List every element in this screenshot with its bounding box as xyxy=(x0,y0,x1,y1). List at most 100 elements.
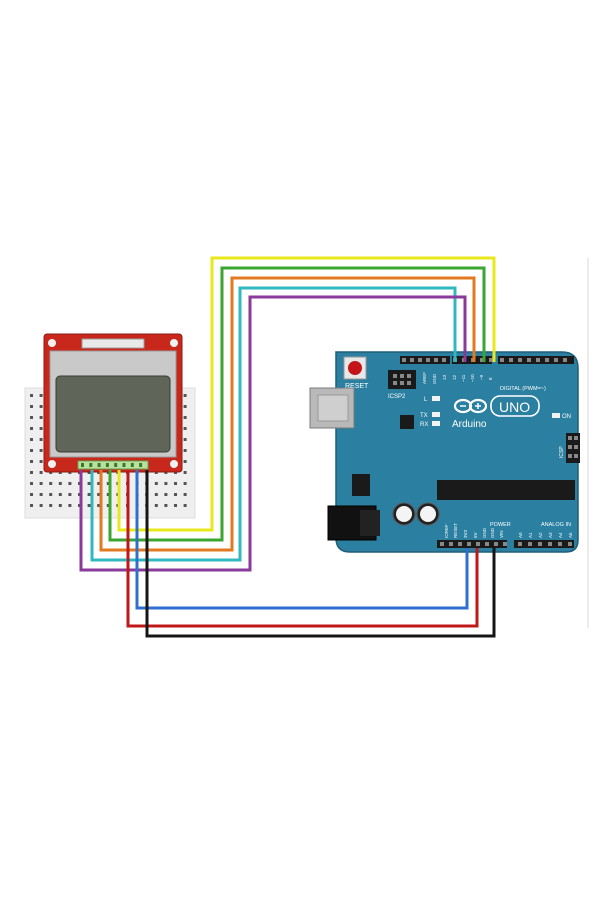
lcd-pin xyxy=(130,463,134,467)
lcd-header-pins xyxy=(77,460,149,470)
icsp2-pins xyxy=(393,374,411,385)
analog-pin-hole xyxy=(538,542,542,546)
capacitor-1-top xyxy=(396,506,412,522)
icsp2-label: ICSP2 xyxy=(388,394,406,400)
mount-hole xyxy=(170,339,178,347)
breadboard-hole xyxy=(39,493,43,496)
tx-led-label: TX xyxy=(420,413,428,419)
power-pin-hole xyxy=(449,542,453,546)
breadboard-hole xyxy=(183,471,187,474)
digital-pin-hole xyxy=(480,358,484,362)
breadboard-hole xyxy=(30,427,33,430)
breadboard-hole xyxy=(39,416,43,419)
breadboard-hole xyxy=(30,460,33,463)
icsp-label: ICSP xyxy=(559,446,565,458)
power-pin-hole xyxy=(467,542,471,546)
breadboard-hole xyxy=(58,493,62,496)
ioref-pin-label: IOREF xyxy=(444,524,449,538)
v33-pin-label: 3V3 xyxy=(463,529,468,538)
analog-pin-hole xyxy=(528,542,532,546)
digital-pin-hole xyxy=(434,358,438,362)
wires xyxy=(79,256,496,638)
breadboard-hole xyxy=(174,482,177,485)
breadboard-hole xyxy=(30,438,33,441)
arduino-logo xyxy=(453,398,488,414)
breadboard-hole xyxy=(183,394,187,397)
digital-pin-hole xyxy=(527,358,531,362)
pin12-label: 12 xyxy=(452,374,457,380)
breadboard-hole xyxy=(106,504,110,507)
breadboard-hole xyxy=(183,427,187,430)
voltage-regulator xyxy=(352,474,370,496)
breadboard-hole xyxy=(39,394,43,397)
breadboard-hole xyxy=(183,416,187,419)
lcd-pin xyxy=(122,463,126,467)
digital-label: DIGITAL (PWM=~) xyxy=(500,386,546,392)
analog-pin-holes xyxy=(518,542,572,546)
breadboard-hole xyxy=(87,493,91,496)
wire-black xyxy=(145,470,496,638)
breadboard-hole xyxy=(164,482,168,485)
reset-pin-label: RESET xyxy=(453,523,458,538)
digital-pin-hole xyxy=(442,358,446,362)
lcd-pin-row xyxy=(81,463,143,467)
digital-pin-hole xyxy=(563,358,567,362)
power-pin-hole xyxy=(476,542,480,546)
breadboard-hole xyxy=(39,405,43,408)
wire-yellow xyxy=(117,256,496,532)
tx-led xyxy=(432,412,440,417)
breadboard-hole xyxy=(30,416,33,419)
capacitor-2-top xyxy=(420,506,436,522)
breadboard-hole xyxy=(154,493,158,496)
microcontroller-chip xyxy=(437,480,575,500)
reset-button-cap[interactable] xyxy=(348,361,362,375)
breadboard-hole xyxy=(30,504,33,507)
analog-label: ANALOG IN xyxy=(541,522,571,528)
power-jack-body xyxy=(360,510,380,536)
breadboard-hole xyxy=(183,482,187,485)
digital-pin-hole xyxy=(545,358,549,362)
digital-pin-hole xyxy=(500,358,504,362)
breadboard-hole xyxy=(97,504,101,507)
power-label: POWER xyxy=(490,522,511,528)
l-led xyxy=(432,396,440,401)
lcd-screen xyxy=(55,375,171,453)
breadboard-hole xyxy=(164,504,168,507)
breadboard-hole xyxy=(106,482,110,485)
uno-badge xyxy=(490,395,540,417)
lcd-pin xyxy=(105,463,109,467)
breadboard-hole xyxy=(97,482,101,485)
breadboard-hole xyxy=(154,504,158,507)
pin13-label: 13 xyxy=(442,374,447,380)
breadboard-hole xyxy=(30,394,33,397)
gnd2-pin-label: GND xyxy=(490,527,495,538)
digital-pin-hole xyxy=(489,358,493,362)
lcd-module xyxy=(43,333,183,473)
arduino-board-body xyxy=(335,351,579,553)
digital-pin-hole xyxy=(509,358,513,362)
breadboard-hole xyxy=(39,427,43,430)
icsp2-header xyxy=(388,370,416,389)
gnd-pin-label: GND xyxy=(432,373,437,384)
power-header xyxy=(437,540,507,548)
on-led xyxy=(552,413,560,418)
a2-pin-label: A2 xyxy=(538,532,543,538)
pin8-label: 8 xyxy=(488,377,493,380)
a3-pin-label: A3 xyxy=(548,532,553,538)
power-pin-hole xyxy=(440,542,444,546)
pin9-label: ~9 xyxy=(479,374,484,380)
breadboard-hole xyxy=(39,504,43,507)
breadboard-hole xyxy=(39,438,43,441)
analog-pin-hole xyxy=(548,542,552,546)
power-pin-holes xyxy=(440,542,507,546)
lcd-pin xyxy=(139,463,143,467)
on-led-label: ON xyxy=(562,414,571,420)
arduino-uno-board: RESET ICSP2 AREF GND 13 12 ~11 ~10 ~9 8 … xyxy=(309,351,580,553)
breadboard-hole xyxy=(183,449,187,452)
breadboard-hole xyxy=(164,493,168,496)
breadboard-hole xyxy=(58,482,62,485)
digital-pin-hole xyxy=(518,358,522,362)
a5-pin-label: A5 xyxy=(568,532,573,538)
breadboard-hole xyxy=(68,504,72,507)
